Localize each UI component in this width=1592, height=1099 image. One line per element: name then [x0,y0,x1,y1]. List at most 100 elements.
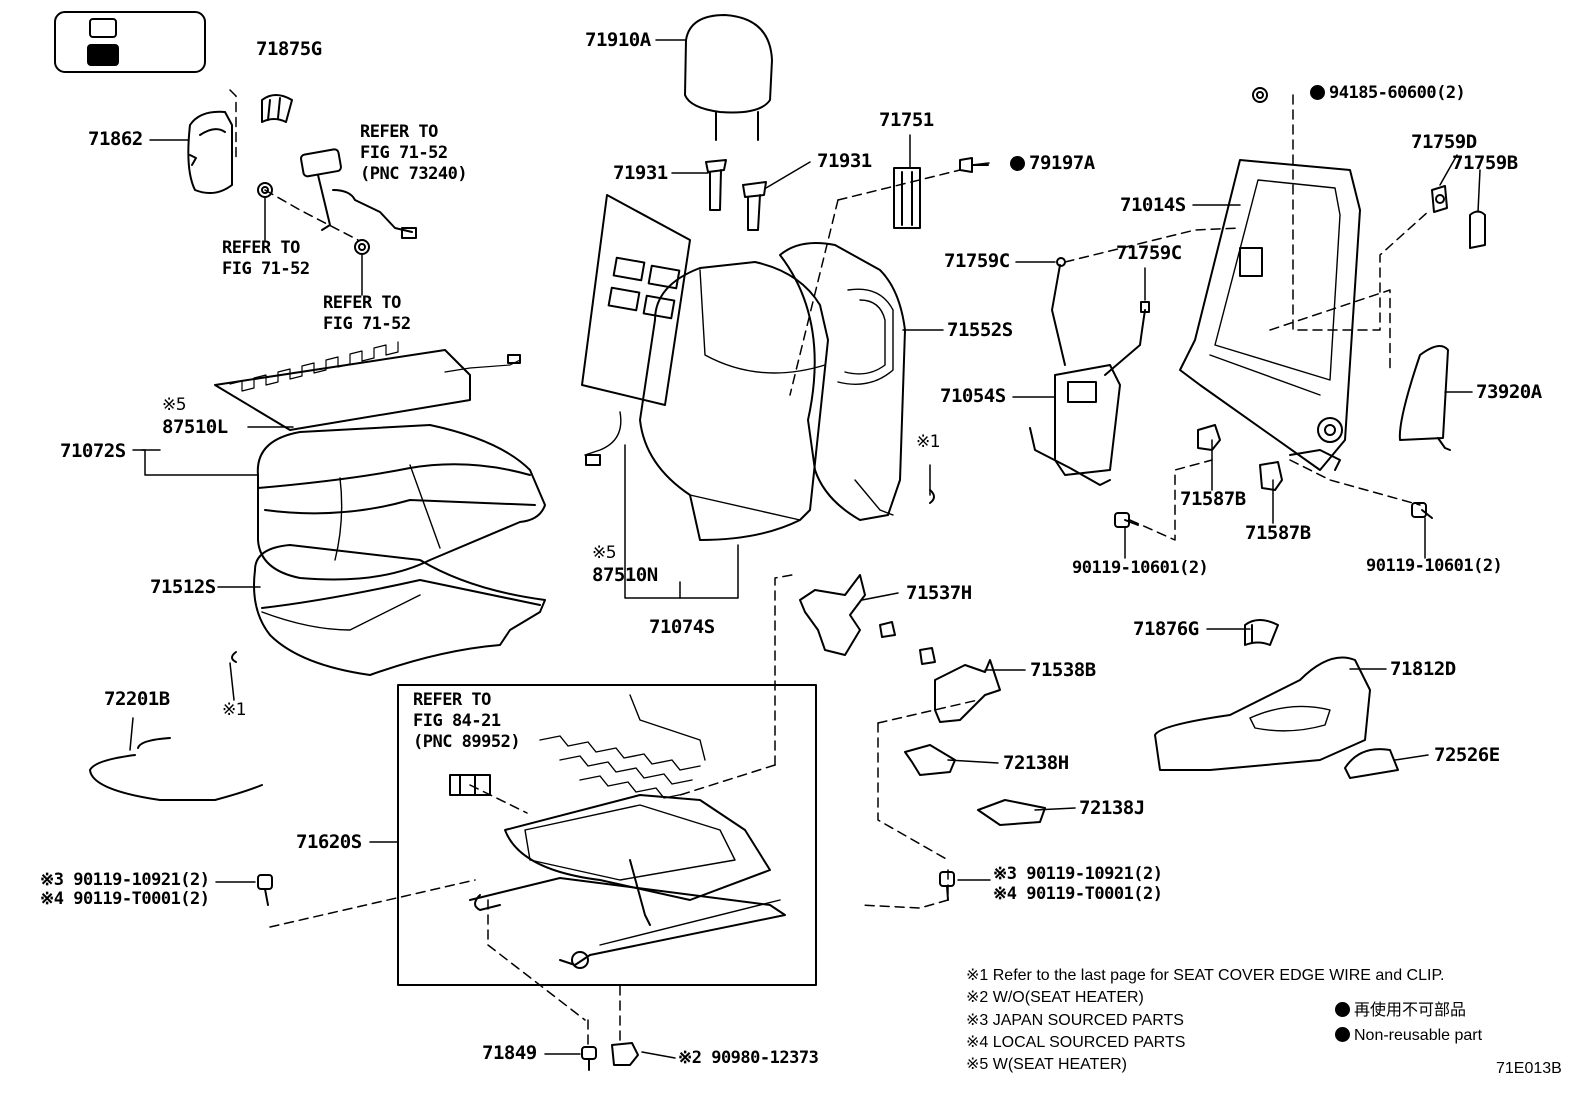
note1-a-mark: ※1 [222,700,247,720]
cushion-heater-mat [214,341,521,431]
back-cover [639,261,829,541]
clip-71759B [1469,210,1486,249]
cap-90980 [611,1042,639,1066]
nut-left-1 [257,182,273,198]
clip-71759C-2 [1140,301,1150,313]
refer-fig-71-52-c-line1: REFER TO [323,293,401,313]
bolt-71849 [581,1046,597,1071]
clip-hook-2 [929,489,935,504]
label-71552S: 71552S [947,319,1013,341]
cushion-pad [253,544,546,676]
label-71931-b: 71931 [817,150,872,172]
note-5: ※5 W(SEAT HEATER) [966,1056,1127,1073]
side-shield-71812D [1154,656,1371,771]
screw-79197A [959,157,989,173]
note5-a-mark: ※5 [162,395,187,415]
edge-wire-72201B [89,737,263,801]
shoulder-cover-71862 [187,110,233,195]
bracket-71751 [893,167,921,229]
non-reusable-en-text: Non-reusable part [1354,1027,1483,1044]
refer-fig-71-52-b-line1: REFER TO [222,238,300,258]
label-71812D: 71812D [1390,658,1456,680]
cover-71538B [919,647,1001,723]
refer-fig-84-21-line3: (PNC 89952) [413,732,521,752]
label-bolt-left-local: ※4 90119-T0001(2) [40,889,210,909]
label-87510N: 87510N [592,564,658,586]
label-note1-a: ※1 [222,700,247,720]
nut-left-2 [354,239,370,255]
clip-hook-1 [231,651,237,663]
non-reusable-jp-text: 再使用不可部品 [1354,1002,1467,1019]
refer-fig-71-52-line1: REFER TO [360,122,438,142]
refer-fig-71-52-c-line2: FIG 71-52 [323,314,411,334]
label-73920A: 73920A [1476,381,1542,403]
refer-fig-84-21-line2: FIG 84-21 [413,711,501,731]
back-pad [779,242,906,521]
headrest [684,14,773,141]
label-71072S: 71072S [60,440,126,462]
bolt-left-90119 [257,874,273,906]
label-71862: 71862 [88,128,143,150]
filled-square-icon [87,44,119,66]
label-71849: 71849 [482,1042,537,1064]
label-90980-12373: ※2 90980-12373 [678,1048,819,1068]
seatback-frame [1179,159,1361,471]
note-1: ※1 Refer to the last page for SEAT COVER… [966,967,1445,984]
label-bolt-right-jp: ※3 90119-10921(2) [993,864,1163,884]
note1-b-mark: ※1 [916,432,941,452]
label-72138J: 72138J [1079,797,1145,819]
cover-72138H [904,744,956,776]
label-71587B-a: 71587B [1180,488,1246,510]
cushion-cover [256,424,546,581]
label-bolt-right-local: ※4 90119-T0001(2) [993,884,1163,904]
label-94185-60600: 94185-60600(2) [1310,83,1466,103]
label-72138H: 72138H [1003,752,1069,774]
label-71876G: 71876G [1133,618,1199,640]
nut-94185 [1252,87,1268,103]
bolt-90119-right [1411,502,1433,519]
label-72526E: 72526E [1434,744,1500,766]
label-note5-a: ※5 [162,395,187,415]
label-90119-10601-a: 90119-10601(2) [1072,558,1209,578]
side-panel-73920A [1398,345,1451,451]
label-71875G: 71875G [256,38,322,60]
label-71931-a: 71931 [613,162,668,184]
label-71759B: 71759B [1452,152,1518,174]
note-3: ※3 JAPAN SOURCED PARTS [966,1012,1184,1029]
label-71759D: 71759D [1411,131,1477,153]
hinge-cover-71537H [799,574,896,656]
legend-box [54,11,206,73]
seat-belt-buckle [299,148,417,239]
clip-71759D [1431,185,1448,213]
refer-fig-71-52-b-line2: FIG 71-52 [222,259,310,279]
connector-89952 [449,774,491,796]
label-71512S: 71512S [150,576,216,598]
dashed-lines [229,89,1431,1046]
label-71620S: 71620S [296,831,362,853]
label-94185-text: 94185-60600(2) [1329,83,1466,103]
headrest-guide-2 [742,181,767,231]
non-reusable-dot-icon [1335,1002,1350,1017]
label-71587B-b: 71587B [1245,522,1311,544]
label-71759C-b: 71759C [1116,242,1182,264]
label-72201B: 72201B [104,688,170,710]
label-note5-b: ※5 [592,543,617,563]
note5-b-mark: ※5 [592,543,617,563]
label-71910A: 71910A [585,29,651,51]
label-79197A: 79197A [1010,154,1095,173]
cover-71587B-1 [1197,424,1221,451]
label-71014S: 71014S [1120,194,1186,216]
bolt-right-90119 [939,871,955,901]
clip-71759C-1 [1056,257,1066,267]
label-71759C-a: 71759C [944,250,1010,272]
refer-fig-71-52-line2: FIG 71-52 [360,143,448,163]
refer-fig-84-21-line1: REFER TO [413,690,491,710]
bezel-71876G [1244,619,1279,646]
label-71537H: 71537H [906,582,972,604]
headrest-guide-1 [705,159,727,211]
cover-72138J [977,799,1046,826]
non-reusable-jp: 再使用不可部品 [1335,1002,1466,1019]
label-71054S: 71054S [940,385,1006,407]
lumbar-support [1029,264,1146,486]
